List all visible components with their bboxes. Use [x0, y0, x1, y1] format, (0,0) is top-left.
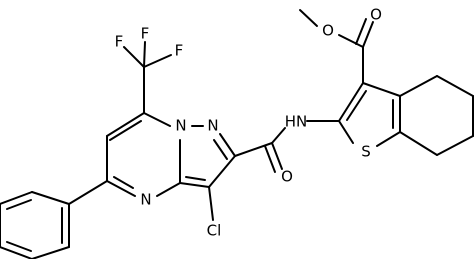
- atom-n2: N: [207, 117, 218, 135]
- bond-n2-c2: [219, 133, 236, 157]
- atom-f1: F: [115, 33, 124, 51]
- atom-nh: HN: [285, 113, 308, 131]
- bond-s-c7a: [376, 131, 401, 147]
- bond-camide-nh: [271, 127, 286, 144]
- bond-c3-cl: [208, 186, 214, 221]
- bond-c5-n4: [106, 180, 136, 197]
- atom-labels: F F F N N N HN O O O S Cl: [115, 6, 382, 240]
- bond-cf-f3: [143, 54, 172, 68]
- bond-c2-c3: [208, 155, 236, 188]
- atom-o-ether: O: [322, 22, 334, 40]
- bond-c7-c6: [106, 112, 145, 137]
- bond-ch4-c7a: [399, 131, 438, 156]
- bond-cester-ocarb-inner: [355, 18, 367, 45]
- atom-f2: F: [141, 25, 150, 43]
- bond-oether-me: [299, 9, 318, 27]
- atom-o-amide: O: [281, 168, 293, 186]
- atom-o-carbonyl: O: [370, 6, 382, 24]
- bond-c5-ph: [68, 180, 108, 205]
- bond-cester-oether: [338, 34, 364, 48]
- bond-camide-o-inner: [264, 145, 276, 173]
- bond-ph-5-inner: [6, 199, 32, 210]
- bond-c3t-c2t: [338, 82, 364, 122]
- atom-n1: N: [175, 117, 186, 135]
- bond-c3at-c3t: [362, 82, 401, 97]
- bond-c3a-c3-inner: [185, 176, 206, 181]
- bonds: [0, 9, 474, 259]
- bond-n4-c3a: [156, 182, 181, 197]
- bond-n1-c7: [143, 112, 171, 127]
- bond-cf-f2: [143, 41, 146, 68]
- bond-n2-c2-inner: [213, 139, 228, 160]
- bond-ch1-ch2: [436, 75, 474, 97]
- bond-cester-ocarb: [362, 21, 374, 48]
- bond-c2-camide: [234, 142, 273, 157]
- bond-ch3-ch4: [436, 135, 474, 156]
- atom-s: S: [361, 143, 371, 161]
- bond-ph-5: [0, 191, 33, 205]
- bond-c5-n4-inner: [113, 176, 134, 189]
- bond-ph-3: [0, 246, 33, 259]
- atom-n4: N: [140, 191, 151, 209]
- bond-c3at-ch1: [399, 75, 438, 97]
- bond-ph-2: [31, 246, 70, 259]
- bond-c3-c3a: [179, 182, 210, 188]
- bond-ph-3-inner: [6, 241, 32, 252]
- bond-c7-c6-inner: [109, 120, 142, 141]
- bond-cf-f1: [123, 46, 145, 68]
- bond-c2t-s: [338, 120, 354, 144]
- bond-c3t-c2t-inner: [346, 90, 367, 121]
- atom-cl: Cl: [207, 222, 222, 240]
- bond-ph-6: [31, 191, 70, 205]
- bond-camide-o: [271, 142, 283, 170]
- atom-f3: F: [175, 42, 184, 60]
